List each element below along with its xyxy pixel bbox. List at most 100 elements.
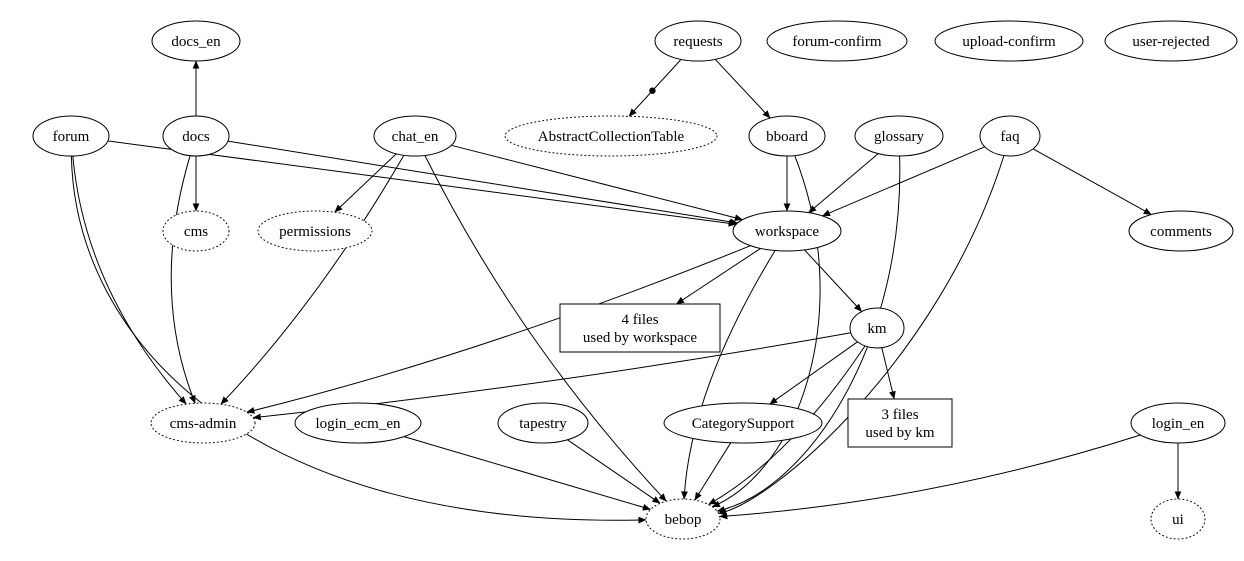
node-ui: ui <box>1150 498 1206 540</box>
node-faq: faq <box>979 115 1041 157</box>
node-label: cms-admin <box>170 416 237 432</box>
node-ellipse-shape <box>257 210 373 252</box>
node-ellipse-shape <box>849 307 905 349</box>
node-docs: docs <box>162 115 230 157</box>
node-label: ui <box>1172 512 1184 528</box>
node-label: login_ecm_en <box>316 416 401 432</box>
edge-chat_en-cms-admin <box>220 154 405 405</box>
node-requests: requests <box>654 20 742 62</box>
node-cms-admin: cms-admin <box>150 402 256 444</box>
node-workspace: workspace <box>732 210 842 252</box>
node-docs_en: docs_en <box>151 20 241 62</box>
node-box-shape <box>559 303 721 353</box>
node-comments: comments <box>1128 210 1234 252</box>
node-label: glossary <box>874 129 924 145</box>
node-label: km <box>867 321 887 337</box>
node-cms: cms <box>162 210 230 252</box>
node-label: requests <box>673 34 722 50</box>
node-ellipse-shape <box>766 20 908 62</box>
node-ellipse-shape <box>32 115 110 157</box>
edge-chat_en-permissions <box>334 153 397 213</box>
node-ellipse-shape <box>654 20 742 62</box>
node-ellipse-shape <box>150 402 256 444</box>
node-forum-confirm: forum-confirm <box>766 20 908 62</box>
edge-forum-cms-admin <box>72 155 187 405</box>
node-label: chat_en <box>392 129 439 145</box>
node-ellipse-shape <box>373 115 457 157</box>
edge-km-three_files <box>881 347 896 400</box>
edge-workspace-four_files <box>676 247 761 305</box>
edge-login_ecm_en-bebop <box>403 436 651 511</box>
edge-chat_en-workspace <box>451 144 743 222</box>
edge-glossary-workspace <box>808 153 879 214</box>
node-label: forum <box>53 129 90 145</box>
node-label: bebop <box>665 512 702 528</box>
edge-faq-comments <box>1032 148 1152 216</box>
node-ellipse-shape <box>162 210 230 252</box>
edge-docs-cms-admin <box>170 155 196 404</box>
node-ellipse-shape <box>854 115 944 157</box>
node-label: AbstractCollectionTable <box>538 129 685 145</box>
node-ellipse-shape <box>151 20 241 62</box>
edge-mid-dot <box>649 87 656 94</box>
node-label: faq <box>1000 129 1020 145</box>
node-tapestry: tapestry <box>497 402 589 444</box>
edge-login_en-bebop <box>719 434 1141 520</box>
node-ellipse-shape <box>663 402 823 444</box>
node-label: docs <box>182 129 210 145</box>
edge-faq-workspace <box>821 146 985 217</box>
node-label: tapestry <box>519 416 567 432</box>
node-ellipse-shape <box>1104 20 1238 62</box>
node-ellipse-shape <box>645 498 721 540</box>
node-label: user-rejected <box>1132 34 1210 50</box>
node-label: login_en <box>1152 416 1205 432</box>
node-box-shape <box>847 398 953 448</box>
edge-km-bebop <box>708 345 866 505</box>
node-login_en: login_en <box>1130 402 1226 444</box>
node-label: upload-confirm <box>962 34 1056 50</box>
node-label: workspace <box>755 224 819 240</box>
node-ellipse-shape <box>162 115 230 157</box>
node-label: comments <box>1150 224 1212 240</box>
node-ellipse-shape <box>1128 210 1234 252</box>
node-user-rejected: user-rejected <box>1104 20 1238 62</box>
node-label: cms <box>184 224 208 240</box>
node-label: permissions <box>279 224 351 240</box>
edge-glossary-bebop <box>716 155 901 513</box>
edge-chat_en-bebop <box>424 155 667 502</box>
edge-requests-bboard <box>714 58 771 119</box>
node-ellipse-shape <box>748 115 826 157</box>
node-ellipse-shape <box>1150 498 1206 540</box>
edge-CategorySupport-bebop <box>694 442 732 501</box>
edge-workspace-cms-admin <box>246 245 751 414</box>
node-label: forum-confirm <box>792 34 881 50</box>
node-bebop: bebop <box>645 498 721 540</box>
node-ellipse-shape <box>294 402 422 444</box>
node-ellipse-shape <box>979 115 1041 157</box>
node-glossary: glossary <box>854 115 944 157</box>
edge-workspace-km <box>804 249 863 312</box>
edge-requests-AbstractCollectionTable <box>628 59 682 117</box>
node-ellipse-shape <box>934 20 1084 62</box>
node-ellipse-shape <box>1130 402 1226 444</box>
node-ellipse-shape <box>504 115 718 157</box>
node-forum: forum <box>32 115 110 157</box>
node-AbstractCollectionTable: AbstractCollectionTable <box>504 115 718 157</box>
node-upload-confirm: upload-confirm <box>934 20 1084 62</box>
node-login_ecm_en: login_ecm_en <box>294 402 422 444</box>
node-bboard: bboard <box>748 115 826 157</box>
node-permissions: permissions <box>257 210 373 252</box>
node-ellipse-shape <box>732 210 842 252</box>
edge-km-CategorySupport <box>769 341 858 405</box>
edges-layer <box>70 58 1182 524</box>
edge-tapestry-bebop <box>567 439 661 504</box>
edge-forum-workspace <box>107 140 737 227</box>
node-label: bboard <box>766 129 808 145</box>
node-km: km <box>849 307 905 349</box>
